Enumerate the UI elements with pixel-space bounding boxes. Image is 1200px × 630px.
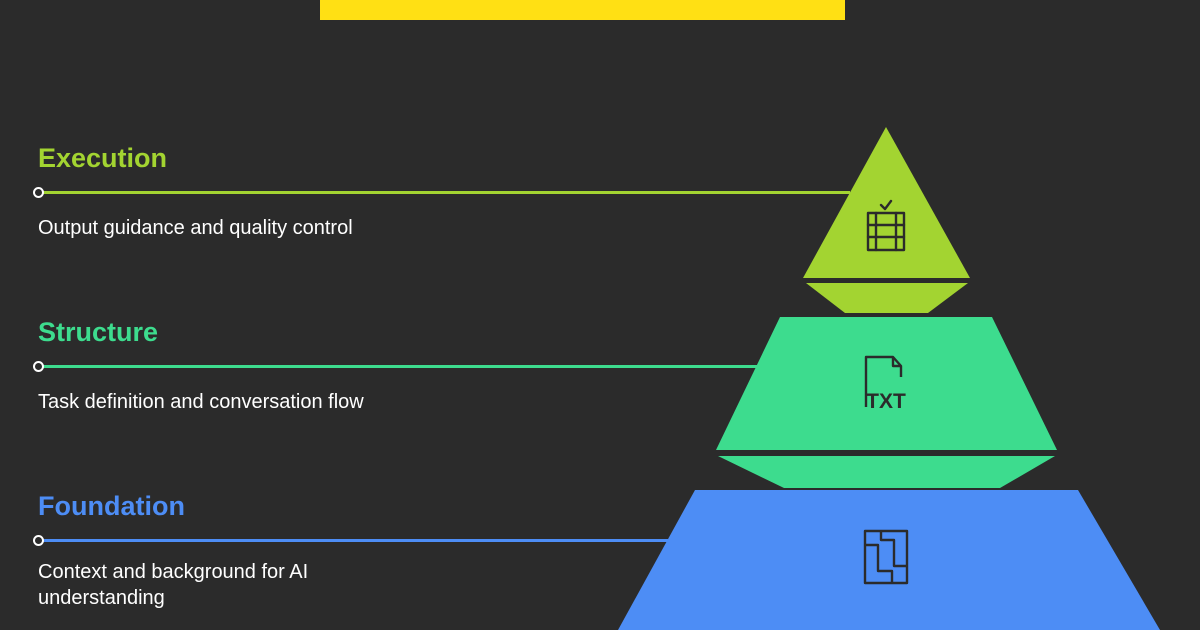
connector-dot-foundation <box>33 535 44 546</box>
layer-title-foundation: Foundation <box>38 491 185 521</box>
connector-dot-structure <box>33 361 44 372</box>
tier-execution-base <box>806 283 968 313</box>
connector-line-execution <box>40 191 850 194</box>
layer-title-execution: Execution <box>38 143 168 173</box>
txt-icon-label: TXT <box>866 390 906 413</box>
tier-structure-face <box>716 317 1057 450</box>
connector-line-structure <box>40 365 758 368</box>
checklist-icon <box>866 199 906 252</box>
layer-description-execution: Output guidance and quality control <box>38 217 353 239</box>
layer-title-structure: Structure <box>38 317 159 347</box>
pyramid-tier-foundation <box>618 490 1160 630</box>
connector-line-foundation <box>40 539 668 542</box>
txt-file-icon: TXT <box>864 355 906 413</box>
pyramid-tier-structure: TXT <box>716 317 1057 488</box>
tier-foundation-face <box>618 490 1160 630</box>
pyramid-tier-execution <box>803 127 970 313</box>
connector-dot-execution <box>33 187 44 198</box>
layer-description-structure: Task definition and conversation flow <box>38 391 364 413</box>
layer-description-foundation: Context and background for AI understand… <box>38 561 309 609</box>
layout-icon <box>863 529 909 585</box>
tier-structure-base <box>718 456 1055 488</box>
tier-execution-face <box>803 127 970 278</box>
top-accent-bar <box>320 0 845 20</box>
